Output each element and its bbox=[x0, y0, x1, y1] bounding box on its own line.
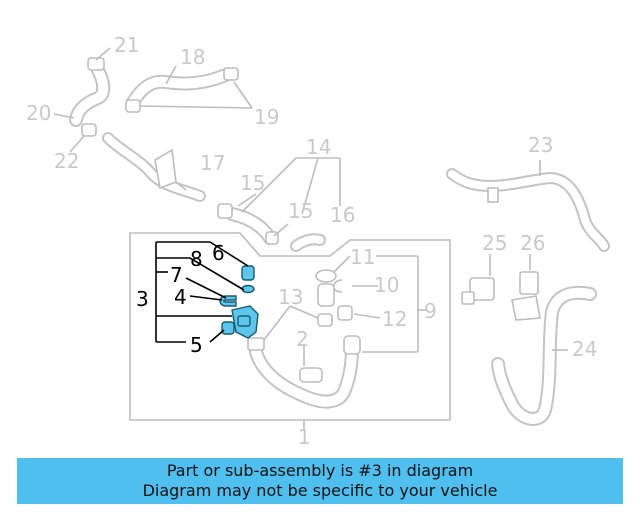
pipe-17 bbox=[102, 132, 206, 202]
bracket-26 bbox=[511, 271, 541, 321]
cap-11 bbox=[315, 269, 337, 283]
callout-12: 12 bbox=[382, 307, 407, 331]
callout-3: 3 bbox=[136, 287, 149, 311]
fitting-9 bbox=[343, 335, 361, 355]
callout-1: 1 bbox=[298, 425, 311, 449]
callout-5: 5 bbox=[190, 333, 203, 357]
hose-20 bbox=[69, 63, 111, 127]
hose-lower bbox=[249, 341, 359, 409]
callout-17: 17 bbox=[200, 151, 225, 175]
hose-16 bbox=[290, 233, 326, 252]
callout-22: 22 bbox=[54, 149, 79, 173]
clamp-22 bbox=[81, 123, 97, 137]
clip-10 bbox=[332, 279, 343, 293]
clamp-19a bbox=[125, 99, 141, 113]
clamp-15a bbox=[217, 203, 233, 219]
flange-lower bbox=[247, 337, 265, 351]
clamp-12 bbox=[337, 305, 353, 321]
clamp-19b bbox=[223, 67, 239, 81]
hose-18 bbox=[125, 67, 235, 111]
callout-10: 10 bbox=[374, 273, 399, 297]
callout-23: 23 bbox=[528, 133, 553, 157]
callout-19: 19 bbox=[254, 105, 279, 129]
clamp-21 bbox=[87, 57, 105, 71]
callout-26: 26 bbox=[520, 231, 545, 255]
callout-13: 13 bbox=[278, 285, 303, 309]
callout-25: 25 bbox=[482, 231, 507, 255]
callout-7: 7 bbox=[170, 263, 183, 287]
info-banner: Part or sub-assembly is #3 in diagram Di… bbox=[17, 458, 623, 504]
callout-16: 16 bbox=[330, 203, 355, 227]
tube-2 bbox=[299, 367, 323, 383]
highlighted-assembly-3 bbox=[219, 265, 259, 339]
gray-leaders bbox=[53, 47, 568, 430]
callout-21: 21 bbox=[114, 33, 139, 57]
callout-15a: 15 bbox=[240, 171, 265, 195]
callout-8: 8 bbox=[190, 247, 203, 271]
valve-25 bbox=[461, 277, 495, 305]
black-leaders bbox=[155, 241, 249, 343]
callout-18: 18 bbox=[180, 45, 205, 69]
fitting-10 bbox=[317, 283, 335, 307]
assembly-frame bbox=[129, 232, 451, 421]
callout-4: 4 bbox=[174, 285, 187, 309]
callout-2: 2 bbox=[296, 327, 309, 351]
callout-11: 11 bbox=[350, 245, 375, 269]
callout-20: 20 bbox=[26, 101, 51, 125]
hose-15a bbox=[225, 207, 277, 245]
clamp-13 bbox=[317, 313, 333, 327]
hose-23 bbox=[446, 168, 610, 252]
callout-14: 14 bbox=[306, 135, 331, 159]
callout-9: 9 bbox=[424, 299, 437, 323]
callout-24: 24 bbox=[572, 337, 597, 361]
hose-24 bbox=[491, 285, 597, 426]
callout-6: 6 bbox=[212, 241, 225, 265]
banner-line-2: Diagram may not be specific to your vehi… bbox=[142, 481, 498, 500]
callout-15b: 15 bbox=[288, 199, 313, 223]
banner-line-1: Part or sub-assembly is #3 in diagram bbox=[166, 461, 474, 480]
